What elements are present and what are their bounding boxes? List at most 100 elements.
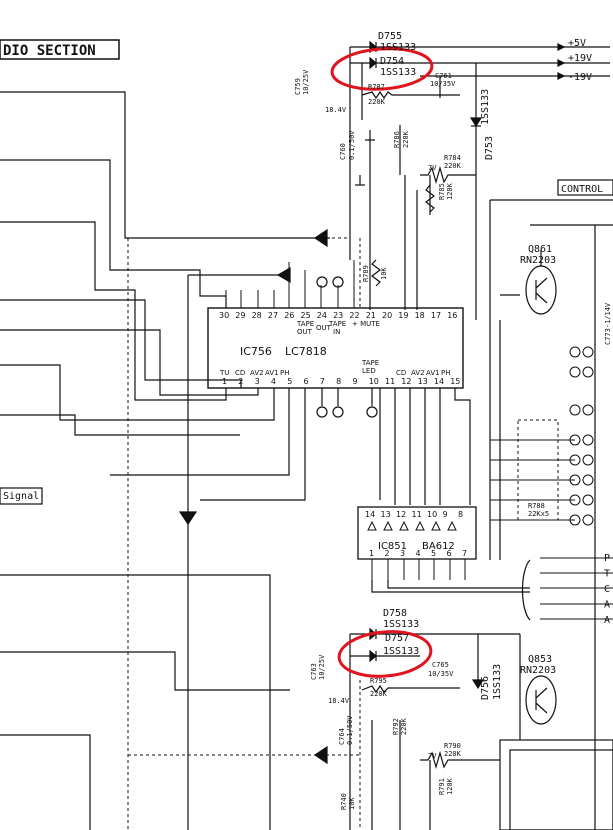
- ic851-bottom-pin-label: 7: [462, 549, 467, 558]
- ic756-in-label: IN: [333, 328, 340, 336]
- ic756-top-pin-label: 27: [268, 311, 278, 320]
- d754-ref: D754: [380, 56, 404, 67]
- ic756-top-pin-label: 21: [366, 311, 376, 320]
- ic756-part: LC7818: [285, 345, 327, 358]
- c760-val: 0.1/50V: [348, 130, 356, 160]
- ic756-bottom-pin-label: 13: [418, 377, 428, 386]
- ic756-bottom-pin-label: 6: [304, 377, 309, 386]
- rail-label-5v: +5V: [568, 38, 586, 49]
- r790-ref: R790: [444, 742, 461, 750]
- ic756-top-pin-label: 23: [333, 311, 343, 320]
- ic756-top-pin-label: 29: [235, 311, 245, 320]
- c763-val: 10/25V: [318, 654, 326, 680]
- r740-ref: R740: [340, 793, 348, 810]
- ic851-bottom-pin-label: 6: [447, 549, 452, 558]
- d757-ref: D757: [385, 633, 409, 644]
- d753-part: 1SS133: [480, 89, 491, 125]
- r784-ref: R784: [444, 154, 461, 162]
- rail-label-neg19v: -19V: [568, 72, 592, 83]
- d755-part: 1SS133: [380, 42, 416, 53]
- c764-val: 0.1/50V: [346, 715, 354, 745]
- q861-ref: Q861: [528, 244, 552, 255]
- right-edge-label: C: [604, 584, 610, 595]
- c759-label: C759: [294, 78, 302, 95]
- q853-ref: Q853: [528, 654, 552, 665]
- highlight-d754: [330, 47, 434, 91]
- r786-val: 220K: [402, 130, 410, 148]
- q861-part: RN2203: [520, 255, 556, 266]
- ic851-top-pin-label: 8: [458, 510, 463, 519]
- ic756-top-pin-label: 25: [301, 311, 311, 320]
- ic851-bottom-pin-label: 1: [369, 549, 374, 558]
- ic851-top-pin-label: 10: [427, 510, 437, 519]
- right-edge-label: A: [604, 615, 610, 626]
- ic756-bottom-pin-label: 11: [385, 377, 395, 386]
- voltage-184b: 18.4V: [328, 697, 350, 705]
- ic851-bottom-pin-label: 5: [431, 549, 436, 558]
- ic756-bottom-pin-label: 8: [336, 377, 341, 386]
- ic756-bottom-pin-label: 4: [271, 377, 276, 386]
- r792-val: 220K: [400, 717, 408, 735]
- voltage-7v-b: 7V: [428, 752, 437, 760]
- r792-top-ref: R795: [370, 677, 387, 685]
- c759-val: 10/25V: [302, 69, 310, 95]
- c760-ref: C760: [339, 143, 347, 160]
- r785-ref: R785: [438, 183, 446, 200]
- ic756-tape-out-label: TAPE: [296, 320, 314, 328]
- ic851-top-pin-label: 14: [365, 510, 375, 519]
- signal-label: Signal: [3, 491, 39, 502]
- ic756-input-name: AV1: [426, 369, 440, 377]
- r791-val: 120K: [446, 777, 454, 795]
- section-title: DIO SECTION: [3, 43, 96, 59]
- control-label: CONTROL: [561, 184, 603, 195]
- ic851-top-pin-label: 12: [396, 510, 406, 519]
- r792-top-val: 220K: [370, 690, 388, 698]
- r792-ref: R792: [392, 718, 400, 735]
- ic851-bottom-pin-label: 3: [400, 549, 405, 558]
- ic851-part: BA612: [422, 541, 455, 552]
- ic756-tape-in-label: TAPE: [328, 320, 346, 328]
- ic756-input-name: PH: [280, 369, 290, 377]
- d757-part: 1SS133: [383, 646, 419, 657]
- ic756-top-pin-label: 28: [252, 311, 262, 320]
- ic756-input-name: CD: [235, 369, 245, 377]
- ic756-top-pin-label: 30: [219, 311, 229, 320]
- ic756-bottom-pin-label: 14: [434, 377, 444, 386]
- q853-part: RN2203: [520, 665, 556, 676]
- d753-ref: D753: [484, 136, 495, 160]
- ic756-input-name: CD: [396, 369, 406, 377]
- ic756-input-name: PH: [441, 369, 451, 377]
- ic756-bottom-pin-label: 9: [352, 377, 357, 386]
- ic756-bottom-pin-label: 10: [369, 377, 379, 386]
- ic756-bottom-pin-label: 5: [287, 377, 292, 386]
- ic756-tape-led-led: LED: [362, 367, 376, 375]
- ic756-top-pin-label: 24: [317, 311, 327, 320]
- r786-ref: R786: [393, 131, 401, 148]
- ic756-out-mid: OUT: [316, 324, 332, 332]
- ic756-bottom-pin-label: 1: [222, 377, 227, 386]
- right-edge-label: P: [604, 553, 610, 564]
- r787-val: 220K: [368, 98, 386, 106]
- voltage-184a: 18.4V: [325, 106, 347, 114]
- r788-val: 22Kx5: [528, 510, 549, 518]
- r740-val: 10K: [348, 797, 356, 810]
- highlight-d757: [337, 630, 433, 678]
- ic851-bottom-pin-label: 2: [385, 549, 390, 558]
- ic756-top-pin-label: 20: [382, 311, 392, 320]
- ic756-out-label: OUT: [297, 328, 313, 336]
- d756-part: 1SS133: [492, 664, 503, 700]
- ic756-input-name: TU: [219, 369, 229, 377]
- ic756-top-pin-label: 16: [447, 311, 457, 320]
- r791-ref: R791: [438, 778, 446, 795]
- ic756-input-name: AV2: [411, 369, 425, 377]
- c761-val: 10/35V: [430, 80, 456, 88]
- r784-val: 220K: [444, 162, 462, 170]
- c773-label: C773-1/14V: [604, 302, 612, 345]
- ic756-ref: IC756: [240, 345, 272, 358]
- voltage-7v-a: 7V: [428, 164, 437, 172]
- d755-ref: D755: [378, 31, 402, 42]
